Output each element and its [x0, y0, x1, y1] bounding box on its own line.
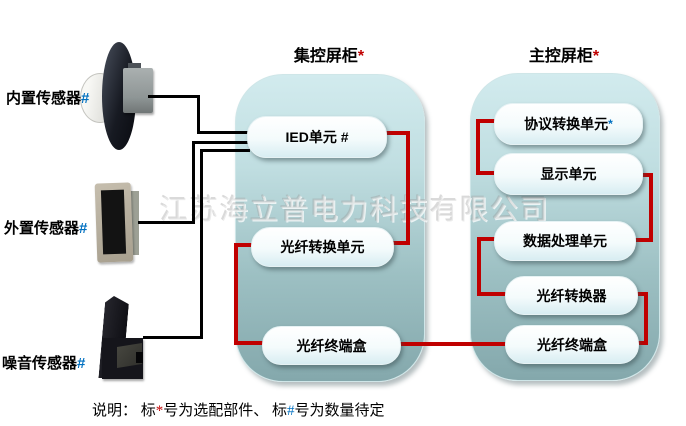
link-fiberconv-termbox-h1 — [234, 243, 254, 247]
box-protocol-conversion-unit: 协议转换单元 * — [494, 103, 643, 145]
link-ied-fiberconv-h2 — [390, 241, 410, 245]
box-label: 光纤转换器 — [536, 287, 607, 304]
box-label: 光纤终端盒 — [296, 337, 367, 354]
quantity-marker: # — [81, 90, 90, 107]
wire-built-in-v — [197, 95, 200, 134]
sensor-body-box — [123, 68, 153, 113]
sensor-frame-inner — [100, 189, 127, 255]
label-text: 内置传感器 — [6, 90, 82, 107]
wire-external-v — [192, 141, 195, 224]
sensor-port — [136, 352, 143, 363]
link-ied-fiberconv-v — [406, 131, 410, 245]
main-cabinet-title: 主控屏柜* — [470, 42, 658, 66]
box-fiber-terminal-box-main: 光纤终端盒 — [505, 325, 639, 364]
link-fiberconv-termbox2-v — [644, 292, 648, 345]
noise-sensor-image — [100, 296, 145, 380]
optional-marker: * — [608, 117, 613, 131]
wire-noise-h2 — [200, 149, 250, 152]
quantity-marker: # — [287, 403, 295, 419]
legend-note: 说明： 标*号为选配部件、 标#号为数量待定 — [92, 399, 385, 420]
sensor-side-panel — [129, 191, 139, 255]
link-dataproc-fiberconv-h2 — [477, 292, 508, 296]
wire-noise-v — [200, 149, 203, 339]
link-fiberconv-termbox-v — [234, 243, 238, 345]
note-text: 说明： 标 — [92, 403, 156, 419]
label-external-sensor: 外置传感器# — [4, 217, 87, 238]
link-fiberconv-termbox2-h2 — [630, 341, 648, 345]
box-display-unit: 显示单元 — [494, 153, 643, 195]
optional-marker: * — [357, 48, 365, 65]
box-data-processing-unit: 数据处理单元 — [494, 221, 636, 261]
label-text: 噪音传感器 — [2, 355, 78, 372]
box-label: 显示单元 — [540, 166, 597, 182]
wire-built-in-h2 — [197, 131, 250, 134]
link-display-dataproc-v — [649, 173, 653, 242]
central-cabinet-title: 集控屏柜* — [235, 42, 423, 66]
link-termbox-termbox — [397, 342, 508, 346]
external-sensor-image — [94, 182, 142, 264]
link-dataproc-fiberconv-v — [477, 237, 481, 294]
title-text: 主控屏柜 — [528, 48, 593, 65]
box-fiber-terminal-box-central: 光纤终端盒 — [262, 326, 401, 365]
wire-external-h2 — [192, 141, 250, 144]
quantity-marker: # — [77, 355, 86, 372]
wire-noise-h1 — [143, 336, 203, 339]
built-in-sensor-image — [80, 42, 165, 152]
sensor-top-tab — [128, 63, 141, 71]
box-fiber-conversion-unit: 光纤转换单元 — [251, 227, 394, 267]
box-label: 协议转换单元 — [524, 116, 609, 132]
box-label: 光纤转换单元 — [280, 239, 365, 255]
box-label: IED单元 # — [285, 129, 349, 145]
note-text: 号为数量待定 — [294, 403, 385, 419]
link-display-dataproc-h1 — [639, 173, 653, 177]
optional-marker: * — [155, 403, 164, 419]
label-built-in-sensor: 内置传感器# — [6, 87, 89, 108]
box-label: 光纤终端盒 — [537, 336, 607, 353]
title-text: 集控屏柜 — [293, 48, 358, 65]
optional-marker: * — [592, 48, 600, 65]
quantity-marker: # — [79, 220, 88, 237]
link-protocol-display-h2 — [476, 171, 496, 175]
wire-external-h1 — [138, 221, 195, 224]
link-dataproc-fiberconv-h1 — [477, 237, 496, 241]
link-ied-fiberconv-h1 — [383, 131, 410, 135]
label-noise-sensor: 噪音传感器# — [2, 352, 85, 373]
box-fiber-converter: 光纤转换器 — [505, 276, 638, 315]
label-text: 外置传感器 — [4, 220, 80, 237]
link-display-dataproc-h2 — [632, 238, 653, 242]
link-fiberconv-termbox2-h1 — [634, 292, 648, 296]
link-protocol-display-v — [476, 119, 480, 175]
box-label: 数据处理单元 — [523, 233, 607, 249]
link-fiberconv-termbox-h2 — [234, 341, 267, 345]
wire-built-in-h1 — [148, 95, 200, 98]
box-ied-unit: IED单元 # — [247, 116, 387, 158]
link-protocol-display-h1 — [476, 119, 496, 123]
note-text: 号为选配部件、 标 — [163, 403, 288, 419]
